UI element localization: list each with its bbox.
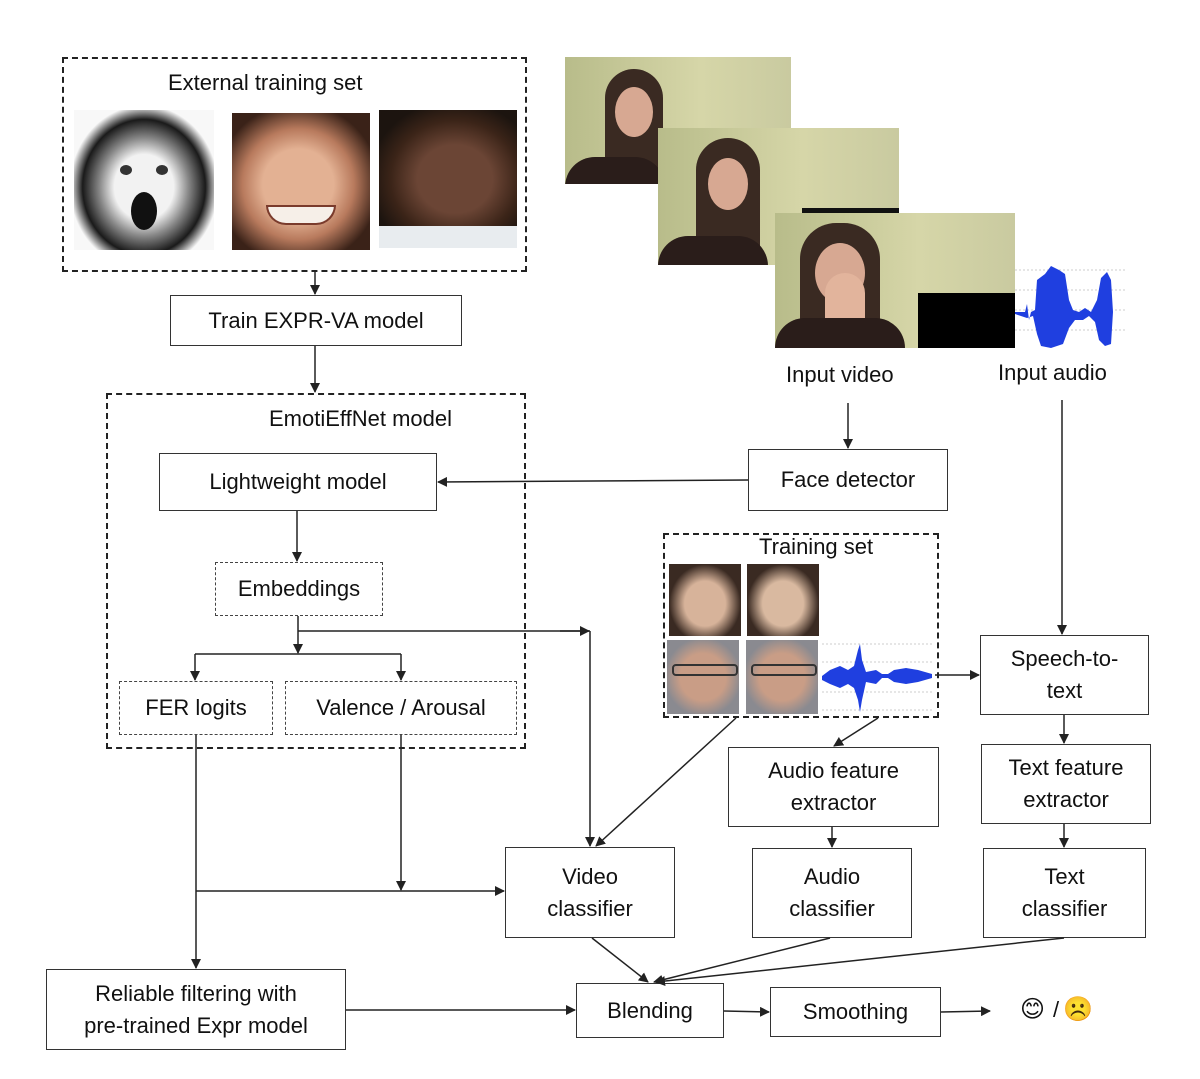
- audio-classifier-line-1: Audio: [803, 864, 861, 889]
- input-audio-waveform: [1015, 266, 1125, 348]
- arrow-text-classifier-to-blending: [655, 937, 1065, 987]
- audio-feature-extractor-line-2: extractor: [790, 790, 877, 815]
- text-feature-extractor-line-2: extractor: [1023, 787, 1109, 812]
- video-classifier-line-1: Video: [562, 863, 618, 889]
- text-feature-extractor-box: Text feature extractor: [981, 744, 1151, 824]
- valence-arousal-box: Valence / Arousal: [285, 681, 517, 735]
- input-audio-label: Input audio: [998, 360, 1107, 385]
- reliable-filtering-line-2: pre-trained Expr model: [84, 1012, 308, 1038]
- lightweight-model-box: Lightweight model: [159, 453, 437, 511]
- output-separator: /: [1053, 997, 1060, 1022]
- face-detector-box: Face detector: [748, 449, 948, 511]
- text-classifier-box: Text classifier: [983, 848, 1146, 938]
- arrow-blending-to-smoothing: [723, 1006, 770, 1017]
- input-video-label: Input video: [786, 362, 894, 387]
- blending-box: Blending: [576, 983, 724, 1038]
- embeddings-box: Embeddings: [215, 562, 383, 616]
- training-set-group: [663, 533, 939, 718]
- video-frame-3: [775, 213, 1015, 348]
- audio-classifier-box: Audio classifier: [752, 848, 912, 938]
- text-feature-extractor-line-1: Text feature: [1008, 755, 1124, 780]
- fer-logits-box: FER logits: [119, 681, 273, 735]
- speech-to-text-box: Speech-to- text: [980, 635, 1149, 715]
- video-classifier-box: Video classifier: [505, 847, 675, 938]
- external-training-set-title: External training set: [168, 70, 363, 95]
- audio-feature-extractor-box: Audio feature extractor: [728, 747, 939, 827]
- train-expr-va-model-box: Train EXPR-VA model: [170, 295, 462, 346]
- surprised-face-image: [74, 110, 214, 250]
- emotieffnet-model-group: [106, 393, 526, 749]
- audio-feature-extractor-line-1: Audio feature: [768, 758, 899, 783]
- reliable-filtering-line-1: Reliable filtering with: [95, 980, 297, 1006]
- arrow-training-set-to-audio-extractor: [833, 717, 879, 747]
- sad-emoji-icon: ☹️: [1063, 996, 1093, 1023]
- arrow-video-classifier-to-blending: [591, 937, 649, 983]
- training-face-2: [747, 564, 819, 636]
- arrow-smoothing-to-output: [940, 1006, 991, 1017]
- training-face-4: [746, 640, 818, 714]
- angry-face-image: [379, 110, 517, 248]
- happy-face-image: [232, 113, 370, 250]
- speech-to-text-line-2: text: [1046, 678, 1083, 703]
- training-face-3: [667, 640, 739, 714]
- text-classifier-line-2: classifier: [1021, 896, 1108, 921]
- emotieffnet-model-title: EmotiEffNet model: [269, 406, 453, 431]
- smoothing-box: Smoothing: [770, 987, 941, 1037]
- speech-to-text-line-1: Speech-to-: [1010, 646, 1119, 671]
- training-audio-waveform: [822, 643, 934, 712]
- training-set-title: Training set: [759, 534, 874, 559]
- audio-classifier-line-2: classifier: [789, 896, 875, 921]
- training-face-1: [669, 564, 741, 636]
- arrow-audio-classifier-to-blending: [653, 937, 831, 985]
- video-classifier-line-2: classifier: [547, 895, 633, 921]
- reliable-filtering-box: Reliable filtering with pre-trained Expr…: [46, 969, 346, 1050]
- text-classifier-line-1: Text: [1044, 864, 1085, 889]
- arrow-training-set-to-video-classifier: [595, 717, 737, 847]
- happy-emoji-icon: 😊: [1020, 996, 1046, 1023]
- arrow-face-detector-to-lightweight: [437, 476, 749, 487]
- external-training-set-group: [62, 57, 527, 272]
